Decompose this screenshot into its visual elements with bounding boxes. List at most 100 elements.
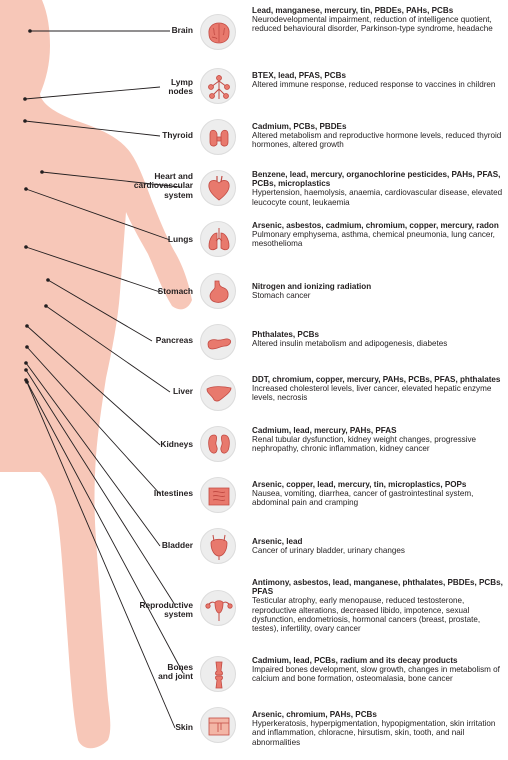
leader-line xyxy=(24,86,161,100)
pancreas-icon xyxy=(200,324,236,360)
leader-dot xyxy=(23,97,27,101)
body-silhouette-shape xyxy=(0,0,192,749)
toxic-agents: Arsenic, copper, lead, mercury, tin, mic… xyxy=(252,480,467,489)
brain-icon xyxy=(200,14,236,50)
leader-line xyxy=(25,369,176,606)
leader-dot xyxy=(25,324,29,328)
organ-entry: DDT, chromium, copper, mercury, PAHs, PC… xyxy=(252,375,504,403)
health-effects: Stomach cancer xyxy=(252,291,311,301)
thyroid-icon xyxy=(200,119,236,155)
organ-label: Lungs xyxy=(167,234,193,244)
leader-dot xyxy=(46,278,50,282)
toxic-agents: Lead, manganese, mercury, tin, PBDEs, PA… xyxy=(252,6,454,15)
toxic-agents: Cadmium, lead, PCBs, radium and its deca… xyxy=(252,656,458,665)
toxic-agents: Arsenic, chromium, PAHs, PCBs xyxy=(252,710,377,719)
leader-line xyxy=(25,188,171,241)
organ-entry: Benzene, lead, mercury, organochlorine p… xyxy=(252,170,504,207)
leader-dot xyxy=(24,245,28,249)
leader-line xyxy=(26,346,161,495)
organ-label: Brain xyxy=(171,25,193,35)
reproductive-system-icon xyxy=(200,590,236,626)
health-effects: Neurodevelopmental impairment, reduction… xyxy=(252,15,493,34)
toxic-agents: DDT, chromium, copper, mercury, PAHs, PC… xyxy=(252,375,501,384)
bones-joint-icon xyxy=(200,656,236,692)
leader-dot xyxy=(44,304,48,308)
organ-entry: Antimony, asbestos, lead, manganese, pht… xyxy=(252,578,504,633)
health-effects: Impaired bones development, slow growth,… xyxy=(252,665,500,684)
organ-entry: Arsenic, copper, lead, mercury, tin, mic… xyxy=(252,480,504,508)
toxic-agents: Nitrogen and ionizing radiation xyxy=(252,282,372,291)
organ-label: Thyroid xyxy=(162,130,193,140)
organ-label: Intestines xyxy=(153,488,193,498)
leader-line xyxy=(24,120,161,137)
health-effects: Nausea, vomiting, diarrhea, cancer of ga… xyxy=(252,489,474,508)
toxic-agents: Arsenic, asbestos, cadmium, chromium, co… xyxy=(252,221,499,230)
leader-dot xyxy=(24,368,28,372)
toxic-agents: Cadmium, PCBs, PBDEs xyxy=(252,122,347,131)
health-effects: Cancer of urinary bladder, urinary chang… xyxy=(252,546,405,556)
leader-line xyxy=(26,381,184,674)
skin-icon xyxy=(200,707,236,743)
leader-line xyxy=(25,246,161,293)
organ-label: Skin xyxy=(175,722,193,732)
stomach-icon xyxy=(200,273,236,309)
leader-line xyxy=(25,379,176,729)
health-effects: Hypertension, haemolysis, anaemia, cardi… xyxy=(252,188,503,207)
leader-line xyxy=(41,171,181,188)
lymph-nodes-icon xyxy=(200,68,236,104)
liver-icon xyxy=(200,375,236,411)
health-effects: Altered insulin metabolism and adipogene… xyxy=(252,339,448,349)
health-effects: Altered immune response, reduced respons… xyxy=(252,80,496,90)
bladder-icon xyxy=(200,528,236,564)
leader-line xyxy=(47,279,153,342)
leader-line xyxy=(45,305,171,393)
organ-entry: Arsenic, asbestos, cadmium, chromium, co… xyxy=(252,221,504,249)
lungs-icon xyxy=(200,221,236,257)
leader-dot xyxy=(28,29,32,33)
toxic-agents: Phthalates, PCBs xyxy=(252,330,320,339)
health-effects: Hyperkeratosis, hyperpigmentation, hypop… xyxy=(252,719,496,747)
leader-line xyxy=(26,325,161,446)
organ-entry: Lead, manganese, mercury, tin, PBDEs, PA… xyxy=(252,6,504,34)
toxic-agents: Antimony, asbestos, lead, manganese, pht… xyxy=(252,578,503,597)
leader-dot xyxy=(25,345,29,349)
organ-label: Stomach xyxy=(157,286,193,296)
organ-label: Kidneys xyxy=(160,439,193,449)
leader-dot xyxy=(23,119,27,123)
organ-entry: Cadmium, lead, PCBs, radium and its deca… xyxy=(252,656,504,684)
leader-line xyxy=(25,362,161,547)
leader-dot xyxy=(40,170,44,174)
health-effects: Increased cholesterol levels, liver canc… xyxy=(252,384,492,403)
toxic-agents: Benzene, lead, mercury, organochlorine p… xyxy=(252,170,501,189)
health-effects: Testicular atrophy, early menopause, red… xyxy=(252,596,481,634)
health-effects: Pulmonary emphysema, asthma, chemical pn… xyxy=(252,230,495,249)
toxic-agents: Cadmium, lead, mercury, PAHs, PFAS xyxy=(252,426,397,435)
leader-dot xyxy=(24,187,28,191)
kidneys-icon xyxy=(200,426,236,462)
organ-label: Bladder xyxy=(161,540,193,550)
leader-dot xyxy=(24,378,28,382)
organ-label: Liver xyxy=(172,386,193,396)
intestines-icon xyxy=(200,477,236,513)
leader-dot xyxy=(24,361,28,365)
health-effects: Altered metabolism and reproductive horm… xyxy=(252,131,502,150)
heart-icon xyxy=(200,170,236,206)
health-effects: Renal tubular dysfunction, kidney weight… xyxy=(252,435,477,454)
toxic-agents: BTEX, lead, PFAS, PCBs xyxy=(252,71,347,80)
toxic-agents: Arsenic, lead xyxy=(252,537,303,546)
organ-label: Pancreas xyxy=(155,335,193,345)
